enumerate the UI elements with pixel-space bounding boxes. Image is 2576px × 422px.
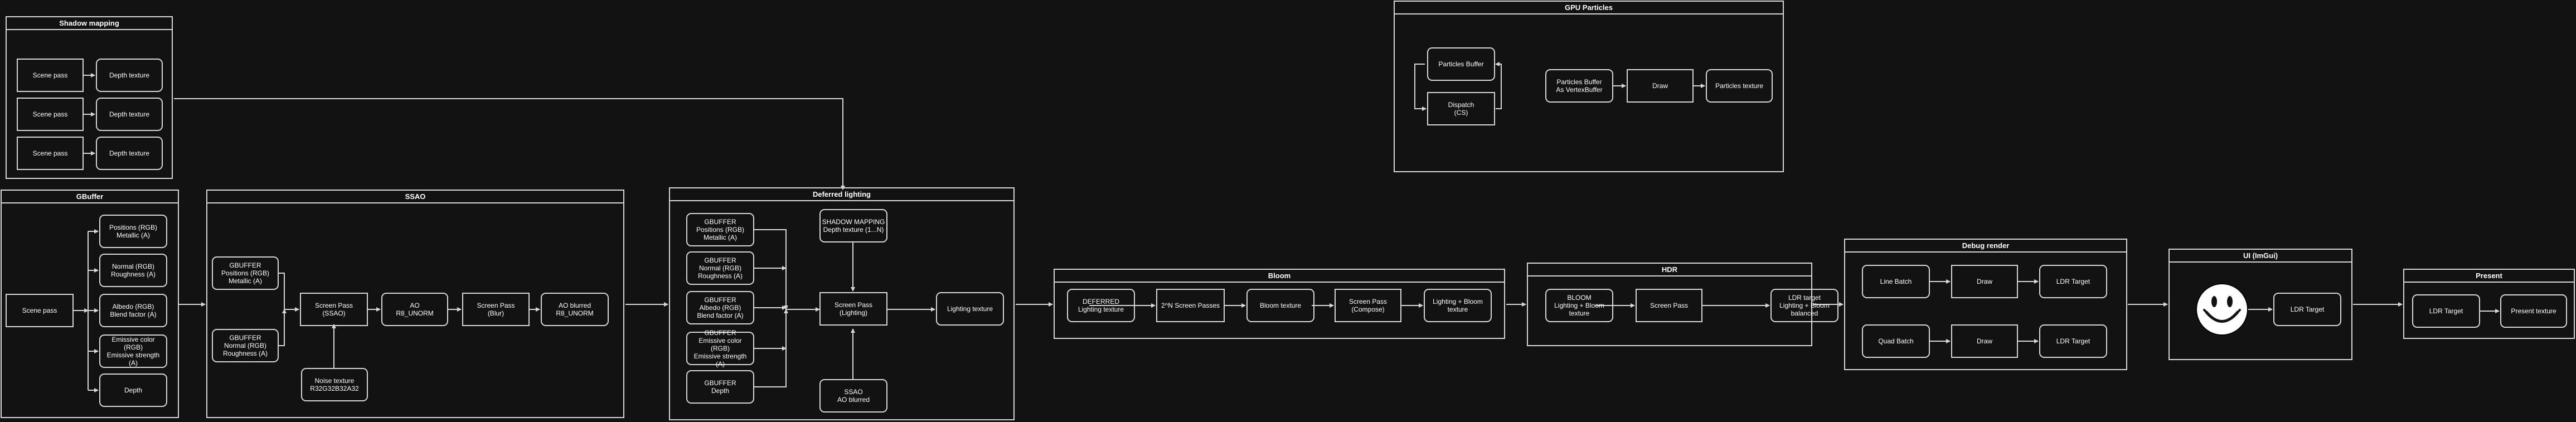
hdr-screen-pass[interactable]: Screen Pass [1636,289,1702,322]
debug-quad-batch[interactable]: Quad Batch [1862,324,1930,358]
bloom-result-texture[interactable]: Lighting + Bloom texture [1424,289,1492,322]
gbuffer-normal[interactable]: Normal (RGB) Roughness (A) [99,254,167,287]
deferred-gbuffer-depth[interactable]: GBUFFER Depth [686,370,754,404]
present-texture[interactable]: Present texture [2500,294,2567,328]
gbuffer-scene-pass[interactable]: Scene pass [6,294,74,327]
edge-shadow-to-deferred [174,98,845,190]
group-title: Deferred lighting [670,188,1013,201]
deferred-gbuffer-emissive[interactable]: GBUFFER Emissive color (RGB) Emissive st… [686,329,754,368]
deferred-gbuffer-normal[interactable]: GBUFFER Normal (RGB) Roughness (A) [686,251,754,285]
hdr-ldr-target[interactable]: LDR target Lighting + Bloom balanced [1770,289,1838,322]
group-title: Present [2404,270,2574,283]
deferred-shadow-mapping[interactable]: SHADOW MAPPING Depth texture (1...N) [819,209,887,242]
group-title: SSAO [207,191,623,203]
shadow-depth-texture-1[interactable]: Depth texture [96,59,163,92]
debug-draw-1[interactable]: Draw [1951,265,2018,298]
smiley-icon [2196,283,2248,336]
group-hdr: HDR [1527,263,1812,346]
group-bloom: Bloom [1054,269,1505,339]
group-title: Shadow mapping [7,17,172,30]
ssao-ao-output[interactable]: AO R8_UNORM [381,293,448,326]
group-present: Present [2403,269,2575,339]
group-title: GBuffer [2,191,178,203]
edge-p-buffer-dispatch [1414,64,1427,111]
ssao-input-normal[interactable]: GBUFFER Normal (RGB) Roughness (A) [212,329,279,362]
bloom-compose-pass[interactable]: Screen Pass (Compose) [1335,289,1401,322]
debug-ldr-target-2[interactable]: LDR Target [2039,324,2107,358]
gbuffer-positions[interactable]: Positions (RGB) Metallic (A) [99,215,167,248]
group-ui-imgui: UI (ImGui) [2169,249,2352,360]
shadow-scene-pass-1[interactable]: Scene pass [17,59,84,92]
shadow-scene-pass-3[interactable]: Scene pass [17,137,84,170]
gbuffer-depth[interactable]: Depth [99,374,167,407]
particles-texture[interactable]: Particles texture [1706,69,1773,103]
bloom-deferred-input[interactable]: DEFERRED Lighting texture [1067,289,1135,322]
deferred-ssao-input[interactable]: SSAO AO blurred [819,379,887,413]
group-title: HDR [1528,264,1811,277]
ssao-blur-pass[interactable]: Screen Pass (Blur) [462,293,530,326]
group-gbuffer: GBuffer [1,190,179,418]
group-title: GPU Particles [1395,2,1783,14]
debug-line-batch[interactable]: Line Batch [1862,265,1930,298]
particles-draw[interactable]: Draw [1627,69,1694,103]
present-ldr-target[interactable]: LDR Target [2412,294,2480,328]
gbuffer-albedo[interactable]: Albedo (RGB) Blend factor (A) [99,294,167,327]
group-deferred-lighting: Deferred lighting [669,187,1015,420]
group-shadow-mapping: Shadow mapping [6,16,173,179]
gbuffer-emissive[interactable]: Emissive color (RGB) Emissive strength (… [99,334,167,368]
particles-buffer-vertexbuffer[interactable]: Particles Buffer As VertexBuffer [1545,69,1613,103]
ui-ldr-target[interactable]: LDR Target [2273,293,2341,326]
deferred-gbuffer-positions[interactable]: GBUFFER Positions (RGB) Metallic (A) [686,213,754,246]
particles-buffer[interactable]: Particles Buffer [1427,47,1495,81]
debug-ldr-target-1[interactable]: LDR Target [2039,265,2107,298]
group-debug-render: Debug render [1844,239,2127,370]
edge-p-dispatch-buffer [1495,62,1502,109]
bloom-screen-passes[interactable]: 2^N Screen Passes [1156,289,1225,322]
group-title: Debug render [1845,240,2126,253]
hdr-bloom-input[interactable]: BLOOM Lighting + Bloom texture [1545,289,1613,322]
ssao-screen-pass[interactable]: Screen Pass (SSAO) [300,293,368,326]
group-gpu-particles: GPU Particles [1394,1,1784,172]
ssao-input-positions[interactable]: GBUFFER Positions (RGB) Metallic (A) [212,256,279,290]
group-title: UI (ImGui) [2170,250,2351,263]
debug-draw-2[interactable]: Draw [1951,324,2018,358]
shadow-depth-texture-2[interactable]: Depth texture [96,98,163,131]
deferred-lighting-pass[interactable]: Screen Pass (Lighting) [819,292,887,326]
bloom-texture[interactable]: Bloom texture [1246,289,1314,322]
group-title: Bloom [1055,270,1504,283]
ssao-ao-blurred[interactable]: AO blurred R8_UNORM [541,293,609,326]
shadow-depth-texture-3[interactable]: Depth texture [96,137,163,170]
shadow-scene-pass-2[interactable]: Scene pass [17,98,84,131]
group-ssao: SSAO [206,190,624,418]
deferred-gbuffer-albedo[interactable]: GBUFFER Albedo (RGB) Blend factor (A) [686,291,754,324]
deferred-lighting-texture[interactable]: Lighting texture [936,292,1004,326]
particles-dispatch[interactable]: Dispatch (CS) [1427,92,1495,125]
ssao-noise-texture[interactable]: Noise texture R32G32B32A32 [301,368,368,401]
